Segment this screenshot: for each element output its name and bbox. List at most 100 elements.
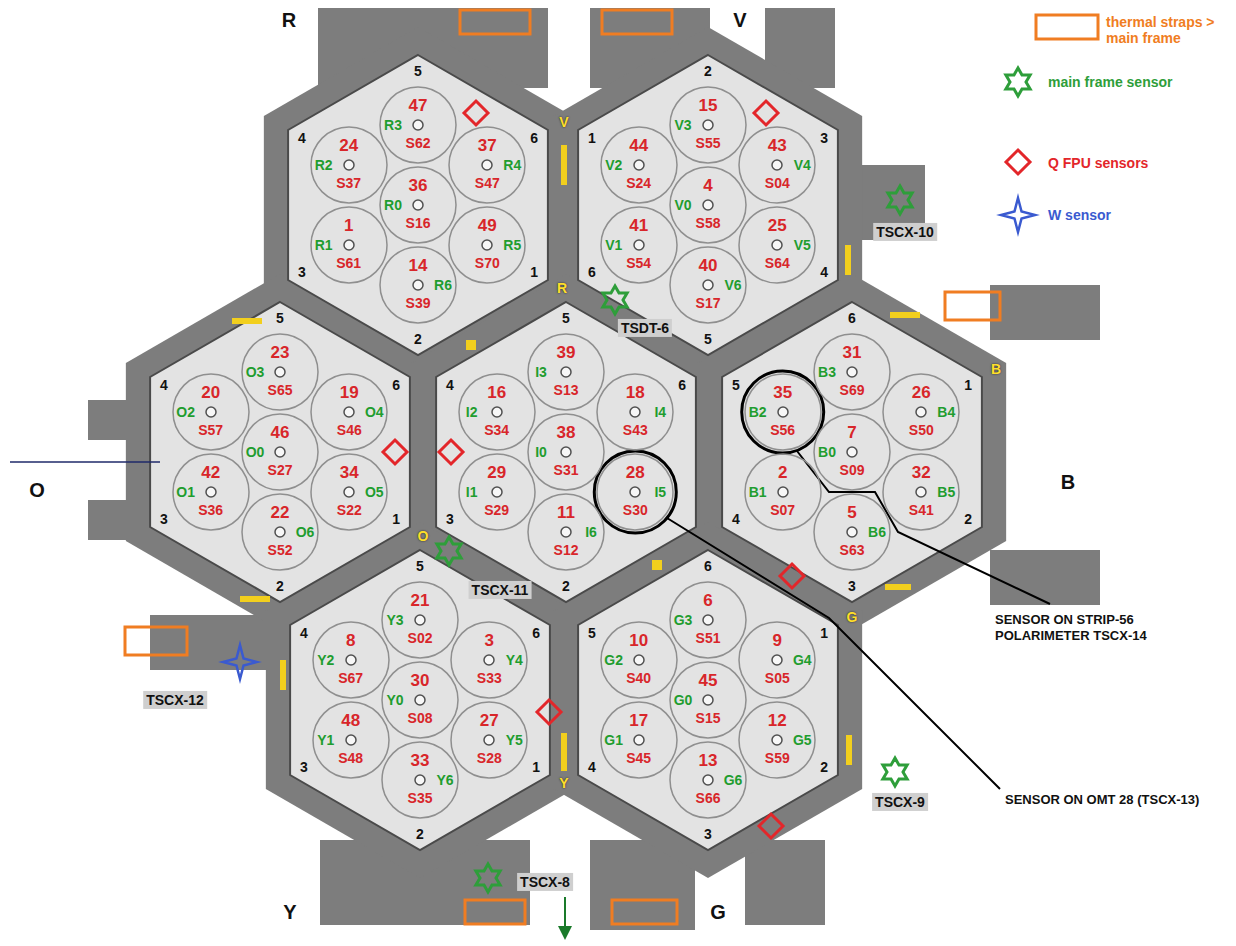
horn-circle: 15V3S55 bbox=[669, 86, 747, 164]
horn-rim bbox=[313, 702, 389, 778]
strip-name: S59 bbox=[765, 751, 790, 765]
horn-rim bbox=[380, 247, 456, 323]
horn-ring bbox=[484, 655, 494, 665]
corner-number: 4 bbox=[732, 511, 740, 527]
strip-name: S24 bbox=[626, 176, 651, 190]
horn-circle: 49R5S70 bbox=[448, 206, 526, 284]
horn-circle: 19O4S46 bbox=[310, 373, 388, 451]
horn-ring bbox=[772, 735, 782, 745]
corner-number: 3 bbox=[298, 264, 306, 280]
horn-number: 23 bbox=[271, 344, 290, 361]
horn-ring bbox=[703, 695, 713, 705]
strip-name: S04 bbox=[765, 176, 790, 190]
axis-arrow bbox=[564, 897, 566, 930]
horn-number: 12 bbox=[768, 712, 787, 729]
corner-number: 4 bbox=[820, 264, 828, 280]
corner-number: 2 bbox=[820, 759, 828, 775]
horn-rim bbox=[883, 374, 959, 450]
pixel-name: I4 bbox=[654, 405, 666, 419]
horn-circle: 11I6S12 bbox=[527, 493, 605, 571]
legend-text: thermal straps > main frame bbox=[1106, 14, 1232, 46]
horn-ring bbox=[482, 160, 492, 170]
horn-circle: 20O2S57 bbox=[172, 373, 250, 451]
sensor-name: TSCX-10 bbox=[873, 223, 937, 241]
w-sensor bbox=[223, 645, 257, 679]
strip-name: S48 bbox=[338, 751, 363, 765]
strip-name: S17 bbox=[696, 296, 721, 310]
horn-number: 49 bbox=[478, 217, 497, 234]
horn-number: 33 bbox=[411, 752, 430, 769]
strip-name: S31 bbox=[554, 463, 579, 477]
horn-rim bbox=[597, 454, 673, 530]
horn-rim bbox=[670, 167, 746, 243]
horn-circle: 41V1S54 bbox=[600, 206, 678, 284]
corner-number: 5 bbox=[588, 625, 596, 641]
horn-rim bbox=[449, 127, 525, 203]
legend-star bbox=[1006, 68, 1030, 96]
horn-rim bbox=[601, 207, 677, 283]
pixel-name: O5 bbox=[365, 485, 384, 499]
pixel-name: B4 bbox=[937, 405, 955, 419]
horn-circle: 40V6S17 bbox=[669, 246, 747, 324]
corner-number: 2 bbox=[276, 578, 284, 594]
thermal-strap bbox=[945, 292, 1000, 320]
yellow-mark bbox=[846, 735, 852, 765]
module-plate bbox=[578, 55, 838, 355]
pixel-name: I5 bbox=[654, 485, 666, 499]
horn-ring bbox=[703, 120, 713, 130]
pixel-name: O4 bbox=[365, 405, 384, 419]
module-plate bbox=[578, 550, 838, 850]
horn-number: 4 bbox=[703, 177, 712, 194]
q-fpu-sensor bbox=[383, 440, 407, 464]
horn-rim bbox=[173, 454, 249, 530]
strip-name: S58 bbox=[696, 216, 721, 230]
pixel-name: B5 bbox=[937, 485, 955, 499]
thermal-strap bbox=[612, 900, 677, 924]
legend-text: W sensor bbox=[1048, 207, 1111, 223]
corner-number: 4 bbox=[446, 377, 454, 393]
strip-name: S62 bbox=[406, 136, 431, 150]
strip-name: S16 bbox=[406, 216, 431, 230]
thermal-strap bbox=[465, 900, 525, 924]
horn-number: 18 bbox=[626, 384, 645, 401]
horn-ring bbox=[413, 120, 423, 130]
yellow-mark bbox=[280, 660, 286, 690]
horn-rim bbox=[459, 454, 535, 530]
sensor-name: TSCX-11 bbox=[469, 581, 532, 599]
corner-number: 3 bbox=[160, 511, 168, 527]
strip-name: S35 bbox=[408, 791, 433, 805]
horn-ring bbox=[346, 735, 356, 745]
yellow-mark bbox=[240, 596, 270, 602]
pixel-name: I0 bbox=[535, 445, 547, 459]
module-marker: V bbox=[559, 114, 568, 130]
horn-number: 15 bbox=[699, 97, 718, 114]
horn-circle: 16I2S34 bbox=[458, 373, 536, 451]
horn-circle: 30Y0S08 bbox=[381, 661, 459, 739]
horn-rim bbox=[597, 374, 673, 450]
horn-rim bbox=[670, 87, 746, 163]
horn-rim bbox=[451, 622, 527, 698]
horn-circle: 21Y3S02 bbox=[381, 581, 459, 659]
horn-circle: 18I4S43 bbox=[596, 373, 674, 451]
yellow-mark bbox=[845, 245, 851, 275]
horn-rim bbox=[311, 127, 387, 203]
horn-ring bbox=[344, 160, 354, 170]
horn-circle: 28I5S30 bbox=[596, 453, 674, 531]
pixel-name: I3 bbox=[535, 365, 547, 379]
pixel-name: Y2 bbox=[317, 653, 334, 667]
pixel-name: Y3 bbox=[386, 613, 403, 627]
strip-name: S40 bbox=[626, 671, 651, 685]
corner-number: 2 bbox=[704, 63, 712, 79]
horn-rim bbox=[313, 622, 389, 698]
horn-ring bbox=[772, 240, 782, 250]
horn-ring bbox=[561, 367, 571, 377]
horn-ring bbox=[778, 407, 788, 417]
horn-number: 14 bbox=[409, 257, 428, 274]
pixel-name: O2 bbox=[176, 405, 195, 419]
horn-rim bbox=[670, 742, 746, 818]
horn-ring bbox=[484, 735, 494, 745]
horn-rim bbox=[173, 374, 249, 450]
yellow-mark bbox=[466, 340, 476, 350]
pixel-name: O1 bbox=[176, 485, 195, 499]
